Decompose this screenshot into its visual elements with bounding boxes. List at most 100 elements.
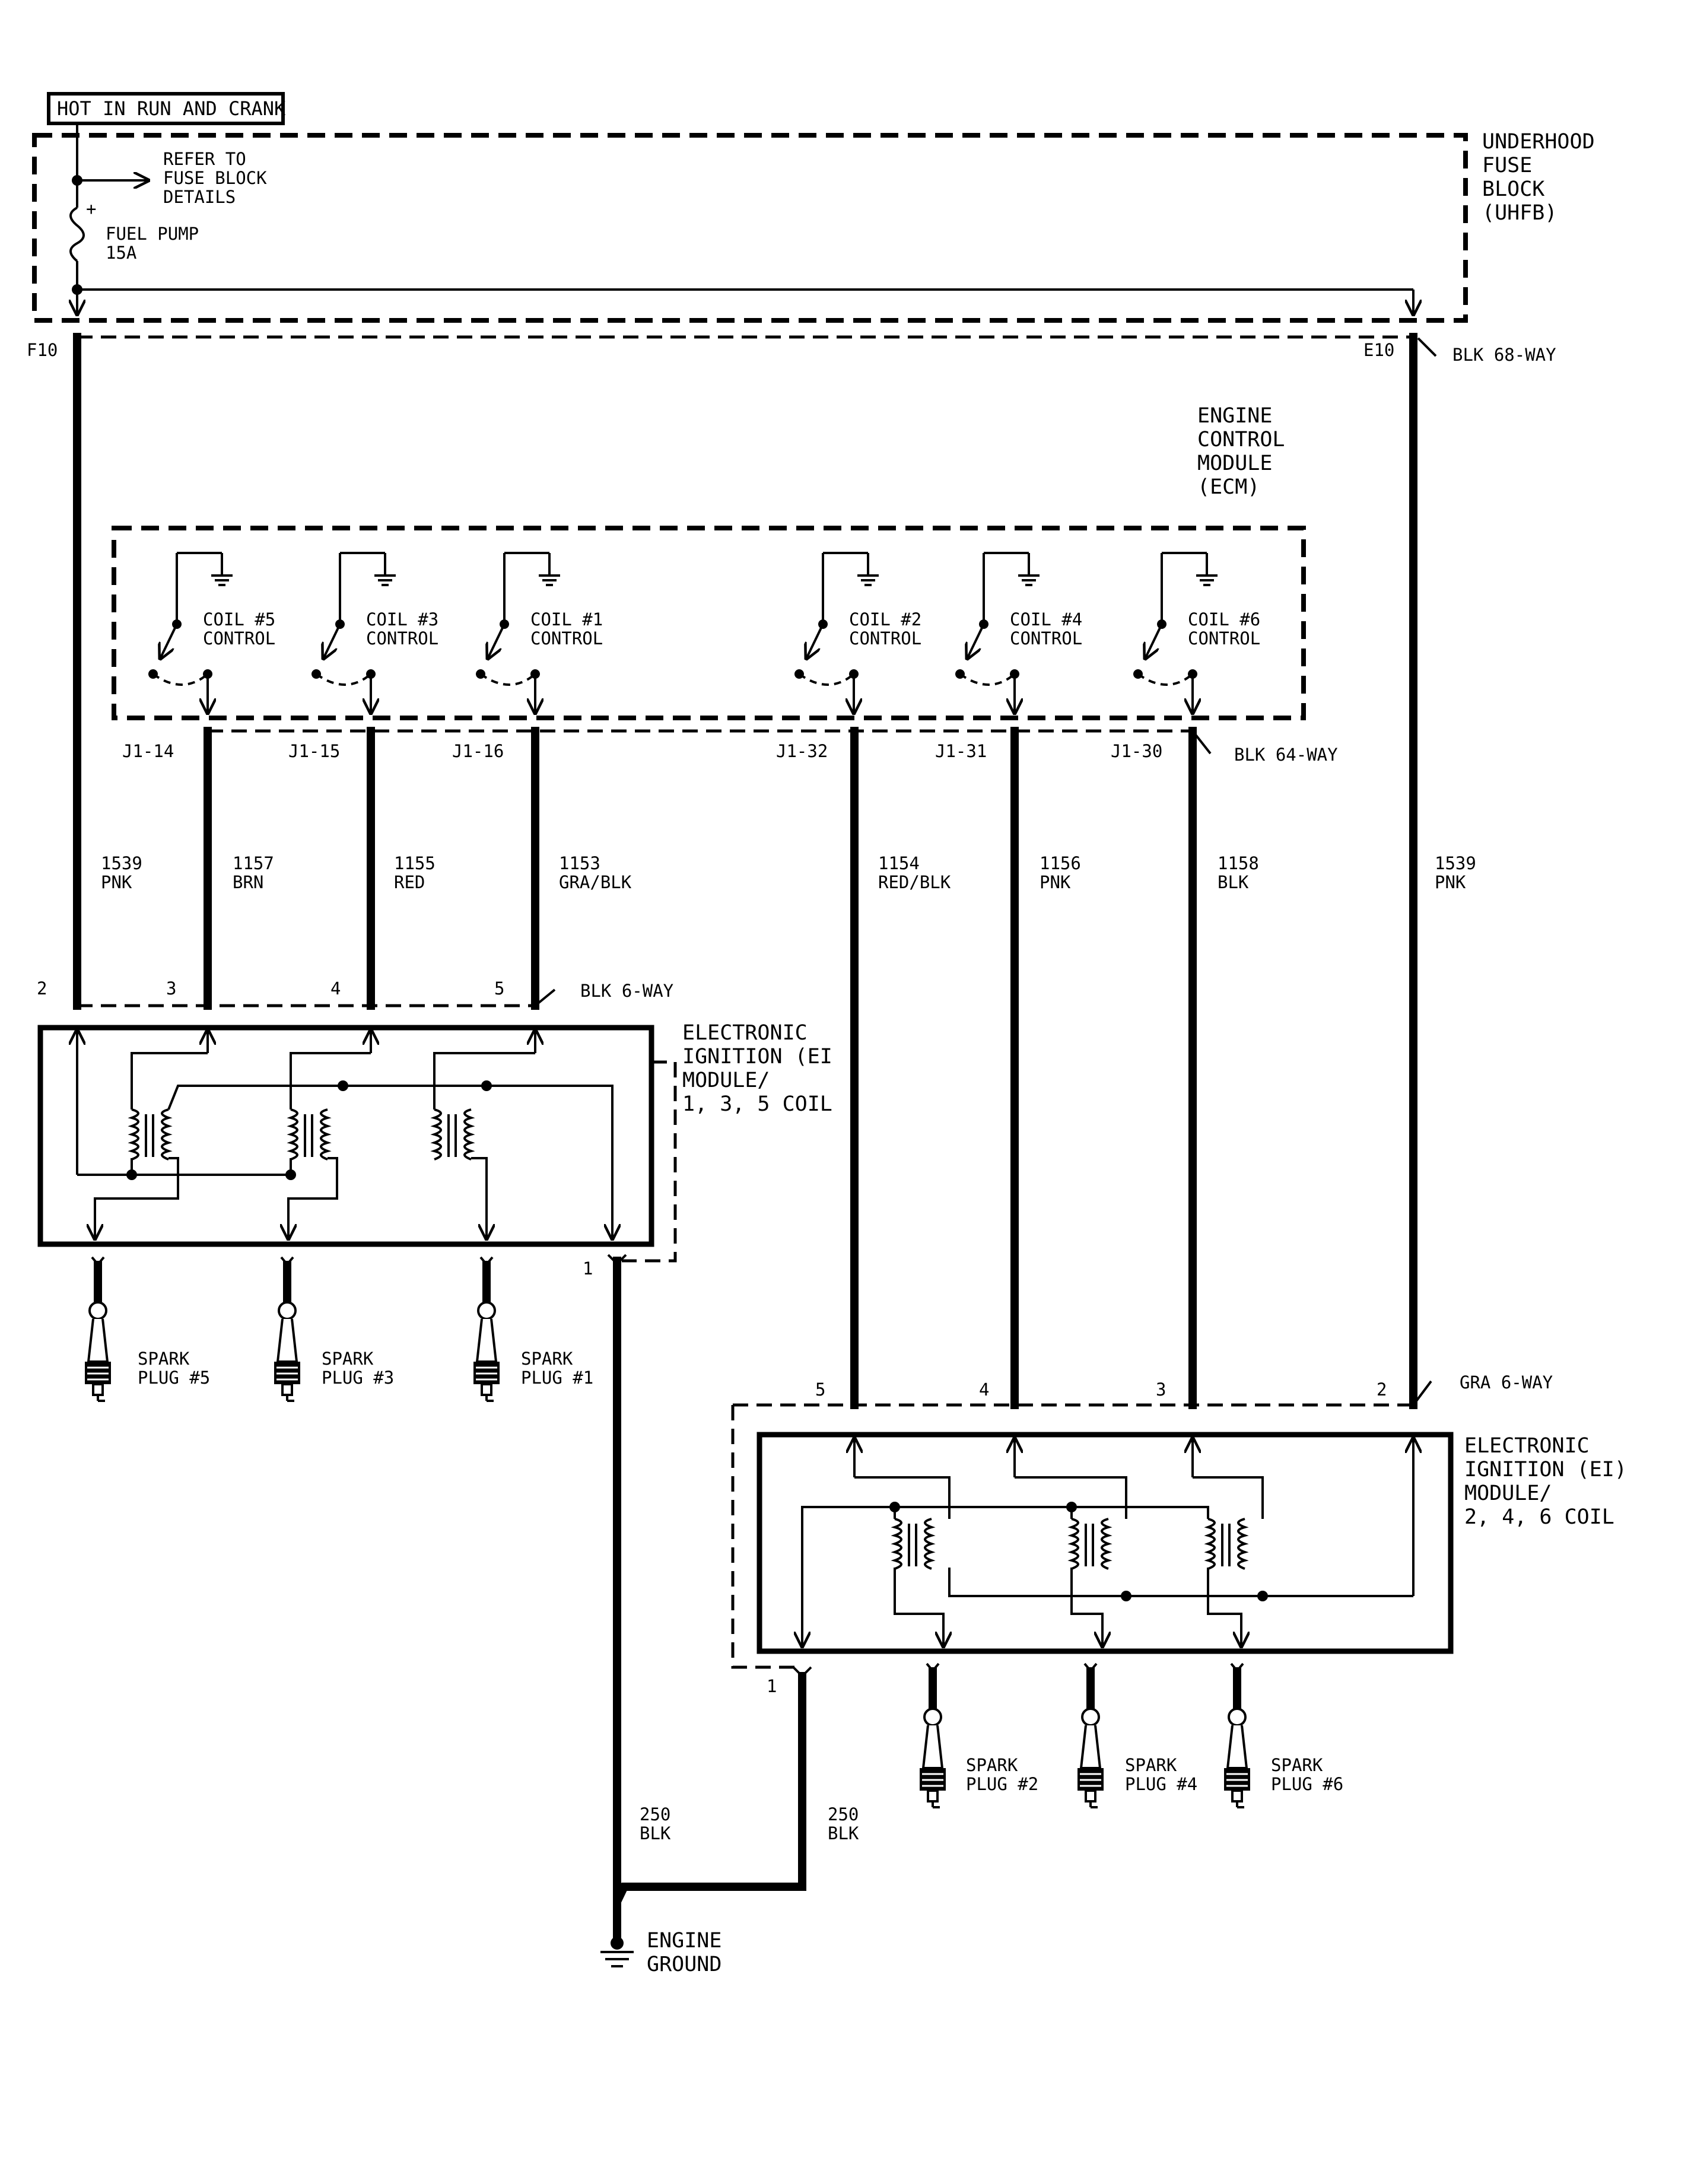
ei-a-ground-pin: 1 (583, 1258, 593, 1279)
refer-line-1: REFER TO (163, 149, 246, 169)
circuit-1155: 1155 (394, 853, 436, 873)
power-label-box (47, 92, 285, 125)
ei-module-a-box (37, 1025, 654, 1247)
ground-pin-tick (792, 1666, 803, 1677)
spark-plug-5: SPARK PLUG #5 (85, 1257, 210, 1401)
connector-leader (1412, 1380, 1432, 1406)
plug-6-l2: PLUG #6 (1271, 1774, 1343, 1794)
ei-module-b-internals (802, 1438, 1413, 1646)
ei-b-line-3: MODULE/ (1464, 1482, 1552, 1505)
spark-plug-6: SPARK PLUG #6 (1224, 1664, 1343, 1807)
engine-ground-line-2: GROUND (647, 1953, 721, 1976)
ei-a-line-2: IGNITION (EI (682, 1045, 832, 1069)
pin-j1-15: J1-15 (288, 741, 340, 761)
circuit-1157: 1157 (233, 853, 274, 873)
plug-5-l1: SPARK (138, 1349, 190, 1369)
coil-4-control-sub: CONTROL (1010, 628, 1082, 648)
color-gra-blk: GRA/BLK (559, 872, 632, 892)
coil-4-control-switch: COIL #4 CONTROL (955, 553, 1082, 713)
connector-68-way: BLK 68-WAY (1452, 345, 1556, 365)
ei-b-pin-5: 5 (815, 1379, 825, 1400)
power-label: HOT IN RUN AND CRANK (57, 97, 286, 120)
ei-b-pin-2: 2 (1377, 1379, 1387, 1400)
fuse-block-line-4: (UHFB) (1482, 201, 1557, 225)
connector-leader (534, 988, 556, 1007)
fuse-block-outline (32, 133, 1468, 323)
ecm-line-2: CONTROL (1197, 428, 1285, 452)
control-wire-coil-3: J1-15 1155 RED (288, 727, 436, 1010)
ei-module-b-box (757, 1432, 1454, 1654)
ei-b-pin-4: 4 (979, 1379, 989, 1400)
refer-line-2: FUSE BLOCK (163, 168, 267, 188)
engine-ground-icon (600, 1951, 634, 1967)
ground-wire-250 (613, 1257, 806, 1904)
fuse-block-line-1: UNDERHOOD (1482, 130, 1595, 154)
pin-j1-32: J1-32 (776, 741, 828, 761)
connector-blk-6-way: BLK 6-WAY (580, 981, 673, 1001)
plug-5-l2: PLUG #5 (138, 1368, 210, 1388)
fuse-block-line-2: FUSE (1482, 154, 1532, 177)
ei-a-pin-5: 5 (494, 978, 504, 999)
color-pnk: PNK (1040, 872, 1071, 892)
plug-1-l1: SPARK (521, 1349, 573, 1369)
pin-e10: E10 (1363, 340, 1394, 360)
connector-64-way: BLK 64-WAY (1234, 745, 1338, 765)
ei-b-line-2: IGNITION (EI) (1464, 1458, 1627, 1482)
coil-6-control-switch: COIL #6 CONTROL (1133, 553, 1260, 713)
plug-2-l2: PLUG #2 (966, 1774, 1038, 1794)
color-blk: BLK (1218, 872, 1249, 892)
fuse-icon (69, 206, 85, 262)
coil-6-control-name: COIL #6 (1188, 609, 1260, 630)
pin-j1-16: J1-16 (452, 741, 504, 761)
ei-b-line-4: 2, 4, 6 COIL (1464, 1505, 1614, 1529)
coil-5-control-sub: CONTROL (203, 628, 275, 648)
feed-left-color: PNK (101, 872, 132, 892)
pin-j1-30: J1-30 (1111, 741, 1162, 761)
plug-4-l2: PLUG #4 (1125, 1774, 1197, 1794)
plug-2-l1: SPARK (966, 1755, 1018, 1775)
coil-1-control-switch: COIL #1 CONTROL (476, 553, 603, 713)
fuse-label-line-1: FUEL PUMP (106, 224, 199, 244)
plug-4-l1: SPARK (1125, 1755, 1177, 1775)
circuit-1158: 1158 (1218, 853, 1259, 873)
ei-a-line-4: 1, 3, 5 COIL (682, 1092, 832, 1116)
color-red-blk: RED/BLK (878, 872, 951, 892)
color-brn: BRN (233, 872, 263, 892)
feed-left-circuit: 1539 (101, 853, 142, 873)
coil-2-control-switch: COIL #2 CONTROL (794, 553, 921, 713)
ground-pin-tick (801, 1666, 812, 1677)
ei-a-line-1: ELECTRONIC (682, 1021, 808, 1045)
coil-4-control-name: COIL #4 (1010, 609, 1082, 630)
ground-right-circuit: 250 (828, 1804, 859, 1824)
coil-5-control-switch: COIL #5 CONTROL (148, 553, 275, 713)
plug-3-l1: SPARK (322, 1349, 374, 1369)
control-wire-coil-1: J1-16 1153 GRA/BLK (452, 727, 632, 1010)
ei-a-ground-dash (622, 1060, 677, 1263)
control-wire-coil-4: J1-31 1156 PNK (935, 727, 1081, 1409)
refer-line-3: DETAILS (163, 187, 236, 207)
plug-3-l2: PLUG #3 (322, 1368, 394, 1388)
circuit-1153: 1153 (559, 853, 600, 873)
ei-b-ground-dash (731, 1405, 802, 1669)
feed-right-circuit: 1539 (1435, 853, 1476, 873)
spark-plug-1: SPARK PLUG #1 (473, 1257, 593, 1401)
ecm-line-1: ENGINE (1197, 404, 1272, 428)
feed-right-color: PNK (1435, 872, 1466, 892)
ei-b-line-1: ELECTRONIC (1464, 1434, 1590, 1458)
spark-plug-2: SPARK PLUG #2 (920, 1664, 1038, 1807)
coil-1-control-name: COIL #1 (530, 609, 603, 630)
pin-f10: F10 (27, 340, 58, 360)
coil-3-control-sub: CONTROL (366, 628, 438, 648)
ecm-line-4: (ECM) (1197, 475, 1260, 499)
connector-leader (1417, 337, 1437, 357)
ei-a-pin-3: 3 (166, 978, 176, 999)
circuit-1154: 1154 (878, 853, 920, 873)
fuse-block-line-3: BLOCK (1482, 177, 1544, 201)
control-wire-coil-6: J1-30 1158 BLK (1111, 727, 1259, 1409)
fuse-plus: + (86, 199, 96, 219)
ground-left-circuit: 250 (640, 1804, 670, 1824)
control-wire-coil-5: J1-14 1157 BRN (122, 727, 274, 1010)
ei-a-pin-4: 4 (330, 978, 341, 999)
circuit-1156: 1156 (1040, 853, 1081, 873)
coil-6-control-sub: CONTROL (1188, 628, 1260, 648)
